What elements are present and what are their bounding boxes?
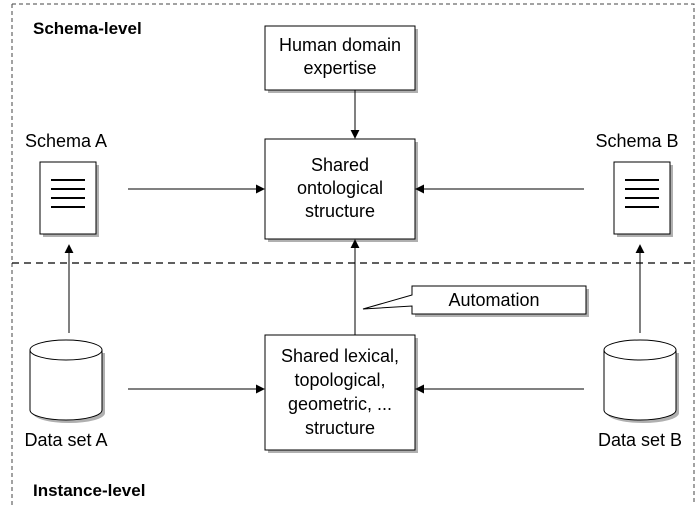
database-icon [603, 339, 679, 423]
shared-ontological-box: Shared ontological structure [264, 138, 418, 242]
schema-level-title: Schema-level [33, 19, 142, 38]
dataset-b-label: Data set B [598, 430, 682, 450]
shared-lexical-box: Shared lexical, topological, geometric, … [264, 334, 418, 453]
database-icon [29, 339, 105, 423]
shared-ontological-line-3: structure [305, 201, 375, 221]
shared-lexical-line-1: Shared lexical, [281, 346, 399, 366]
human-expertise-box: Human domain expertise [264, 25, 418, 93]
diagram-dashed-border [11, 3, 695, 505]
instance-level-title: Instance-level [33, 481, 145, 500]
human-expertise-line-2: expertise [303, 58, 376, 78]
shared-ontological-line-2: ontological [297, 178, 383, 198]
schema-b-label: Schema B [595, 131, 678, 151]
automation-label: Automation [448, 290, 539, 310]
automation-callout: Automation [362, 285, 589, 317]
document-icon [613, 161, 673, 237]
shared-lexical-line-2: topological, [294, 370, 385, 390]
shared-lexical-line-3: geometric, ... [288, 394, 392, 414]
dataset-a-label: Data set A [24, 430, 107, 450]
shared-ontological-line-1: Shared [311, 155, 369, 175]
schema-a-label: Schema A [25, 131, 107, 151]
human-expertise-line-1: Human domain [279, 35, 401, 55]
document-icon [39, 161, 99, 237]
shared-lexical-line-4: structure [305, 418, 375, 438]
